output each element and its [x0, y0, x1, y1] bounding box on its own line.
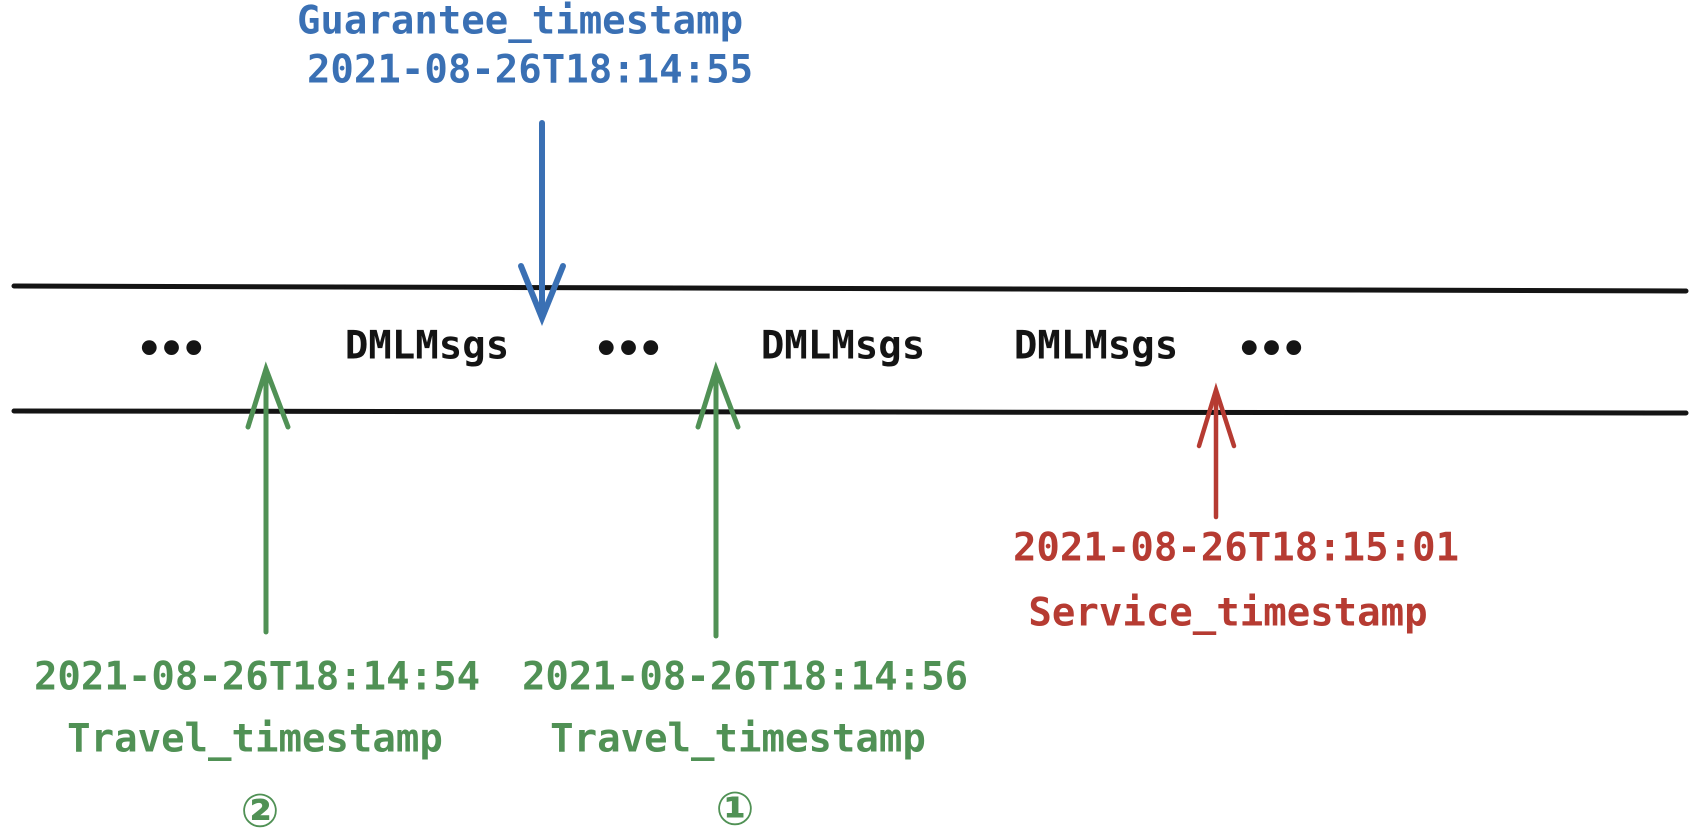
- guarantee-timestamp-value: 2021-08-26T18:14:55: [306, 47, 754, 93]
- travel-timestamp-value-2: 2021-08-26T18:14:54: [33, 654, 481, 700]
- band-dml-msgs-3: DMLMsgs: [1013, 323, 1179, 369]
- service-timestamp-value: 2021-08-26T18:15:01: [1012, 525, 1460, 571]
- band-ellipsis-1: •••: [136, 323, 207, 373]
- guarantee-timestamp-arrow: [518, 120, 566, 327]
- service-timestamp-arrow: [1196, 382, 1237, 520]
- band-ellipsis-2: •••: [593, 323, 664, 373]
- travel-timestamp-title-1: Travel_timestamp: [550, 716, 926, 762]
- band-ellipsis-3: •••: [1236, 323, 1307, 373]
- travel-timestamp-arrow-1: [695, 361, 741, 639]
- travel-marker-2-icon: ②: [240, 783, 280, 838]
- guarantee-timestamp-title: Guarantee_timestamp: [296, 0, 744, 44]
- band-dml-msgs-2: DMLMsgs: [760, 323, 926, 369]
- service-timestamp-title: Service_timestamp: [1028, 590, 1428, 636]
- band-bottom-line: [11, 408, 1689, 416]
- travel-marker-1-icon: ①: [715, 781, 755, 836]
- travel-timestamp-title-2: Travel_timestamp: [67, 716, 443, 762]
- band-top-line: [11, 283, 1689, 294]
- travel-timestamp-value-1: 2021-08-26T18:14:56: [521, 654, 969, 700]
- band-dml-msgs-1: DMLMsgs: [344, 323, 510, 369]
- travel-timestamp-arrow-2: [245, 361, 291, 635]
